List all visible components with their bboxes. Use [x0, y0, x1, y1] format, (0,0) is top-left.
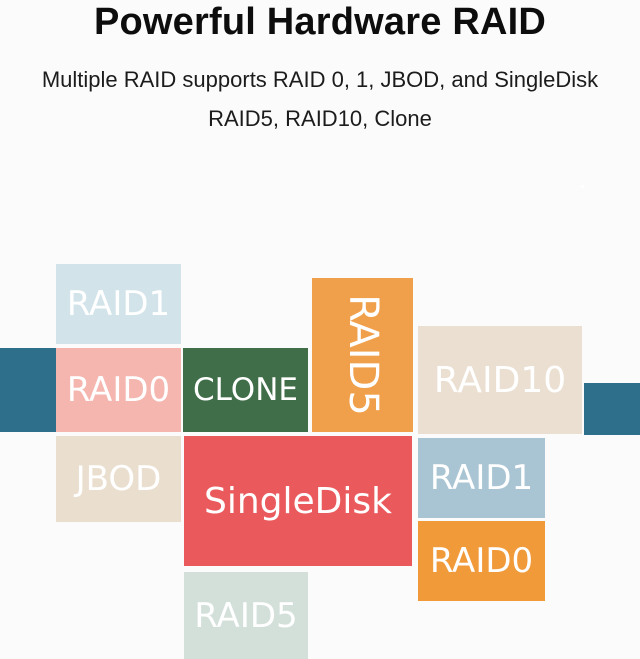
- accent-bar-right: [584, 383, 640, 435]
- accent-bar-left: [0, 348, 56, 432]
- subtitle-line-2: RAID5, RAID10, Clone: [208, 106, 432, 131]
- raid0-right-label: RAID0: [429, 541, 534, 581]
- raid5-bottom-label: RAID5: [194, 595, 298, 636]
- raid0-left-block: RAID0: [56, 348, 181, 432]
- raid1-top-label: RAID1: [66, 284, 171, 324]
- clone-block: CLONE: [183, 348, 308, 432]
- subtitle-line-1: Multiple RAID supports RAID 0, 1, JBOD, …: [41, 67, 599, 92]
- sparkle-dot: [581, 185, 584, 188]
- raid0-left-label: RAID0: [66, 370, 171, 410]
- raid10-block: RAID10: [418, 326, 582, 434]
- raid5-vertical-label: RAID5: [339, 294, 386, 416]
- singledisk-block: SingleDisk: [184, 436, 412, 566]
- raid1-top-block: RAID1: [56, 264, 181, 344]
- jbod-label: JBOD: [75, 459, 162, 499]
- raid10-label: RAID10: [433, 359, 567, 401]
- raid0-right-block: RAID0: [418, 521, 545, 601]
- raid5-vertical-block: RAID5: [312, 278, 413, 432]
- clone-label: CLONE: [193, 372, 298, 408]
- raid1-right-label: RAID1: [429, 458, 534, 498]
- title: Powerful Hardware RAID: [93, 1, 547, 43]
- singledisk-label: SingleDisk: [204, 480, 392, 522]
- raid1-right-block: RAID1: [418, 438, 545, 518]
- jbod-block: JBOD: [56, 436, 181, 522]
- raid5-bottom-block: RAID5: [184, 572, 308, 659]
